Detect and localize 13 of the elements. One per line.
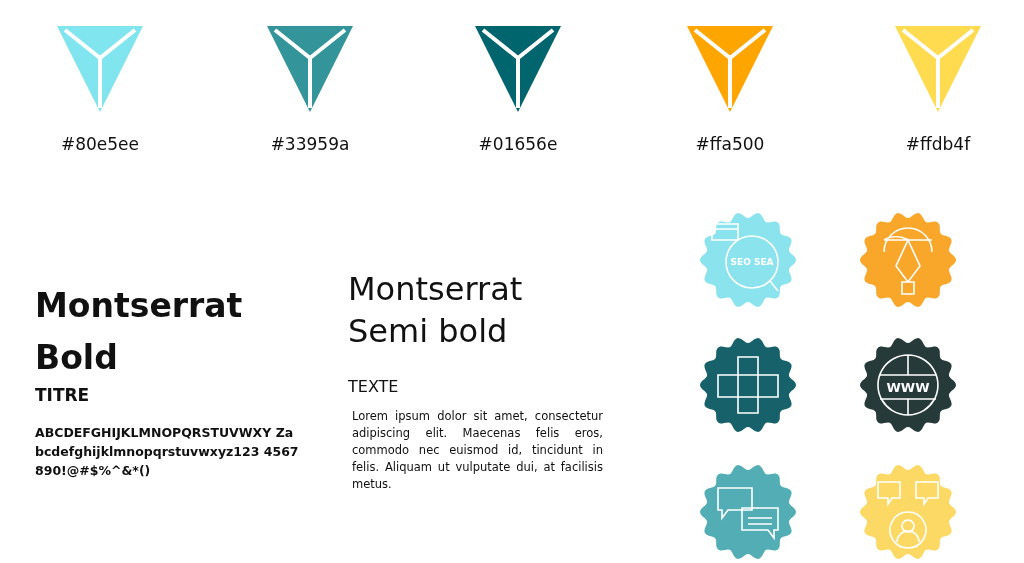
icon-text: SEO SEA	[730, 257, 774, 267]
color-code: #33959a	[269, 134, 351, 154]
sample-title: TEXTE	[348, 377, 399, 396]
color-code: #01656e	[477, 134, 559, 154]
color-code: #ffdb4f	[904, 134, 972, 154]
font-sample-heading: Montserrat Semi bold	[348, 269, 524, 352]
icon-text: WWW	[886, 380, 930, 395]
font-sample-heading: Montserrat Bold	[35, 285, 244, 379]
color-code: #80e5ee	[59, 134, 141, 154]
color-code: #ffa500	[694, 134, 766, 154]
sample-title: TITRE	[35, 385, 90, 405]
body-text-sample: Lorem ipsum dolor sit amet, consectetur adipiscing elit. Maecenas felis eros, commodo nec euismod id, tincidunt in felis. Aliquam ut vulputate dui, at facilisis metus.	[352, 408, 603, 493]
character-set: ABCDEFGHIJKLMNOPQRSTUVWXY Zabcdefghijklmnopqrstuvwxyz123 4567890!@#$%^&*()	[35, 424, 300, 480]
